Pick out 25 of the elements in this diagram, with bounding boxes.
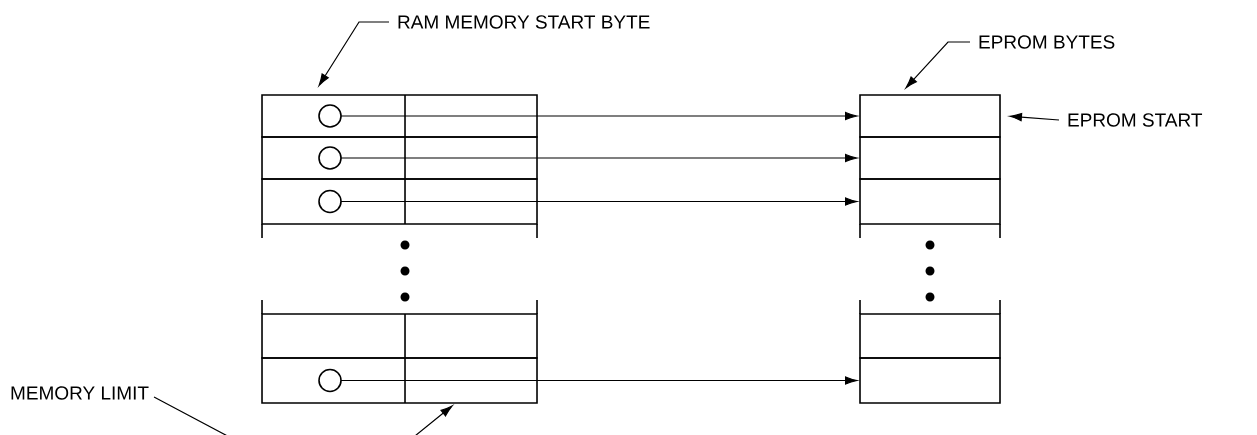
memory-cell — [859, 313, 1001, 359]
memory-cell — [859, 136, 1001, 180]
memory-row — [261, 178, 538, 225]
pointer-circle — [318, 104, 342, 128]
pointer-arrow — [340, 153, 858, 163]
memory-cell — [859, 94, 1001, 138]
memory-cell — [859, 357, 1001, 404]
leader-arrow — [905, 41, 971, 89]
pointer-circle — [318, 146, 342, 170]
memory-cell — [859, 178, 1001, 225]
memory-row — [261, 313, 538, 359]
memory-row — [261, 94, 538, 138]
leader-arrow — [318, 21, 390, 86]
memory-row — [261, 136, 538, 180]
callout-label: EPROM BYTES — [979, 35, 1115, 49]
pointer-arrow — [340, 111, 858, 121]
pointer-arrow — [340, 376, 858, 385]
leader-arrow — [1009, 112, 1060, 122]
callout-label: MEMORY LIMIT — [11, 386, 149, 400]
pointer-circle — [318, 368, 342, 393]
memory-row — [261, 357, 538, 404]
pointer-arrow — [340, 197, 858, 206]
callout-label: RAM MEMORY START BYTE — [398, 15, 650, 29]
pointer-circle — [318, 189, 342, 214]
callout-label: EPROM START — [1068, 113, 1203, 127]
